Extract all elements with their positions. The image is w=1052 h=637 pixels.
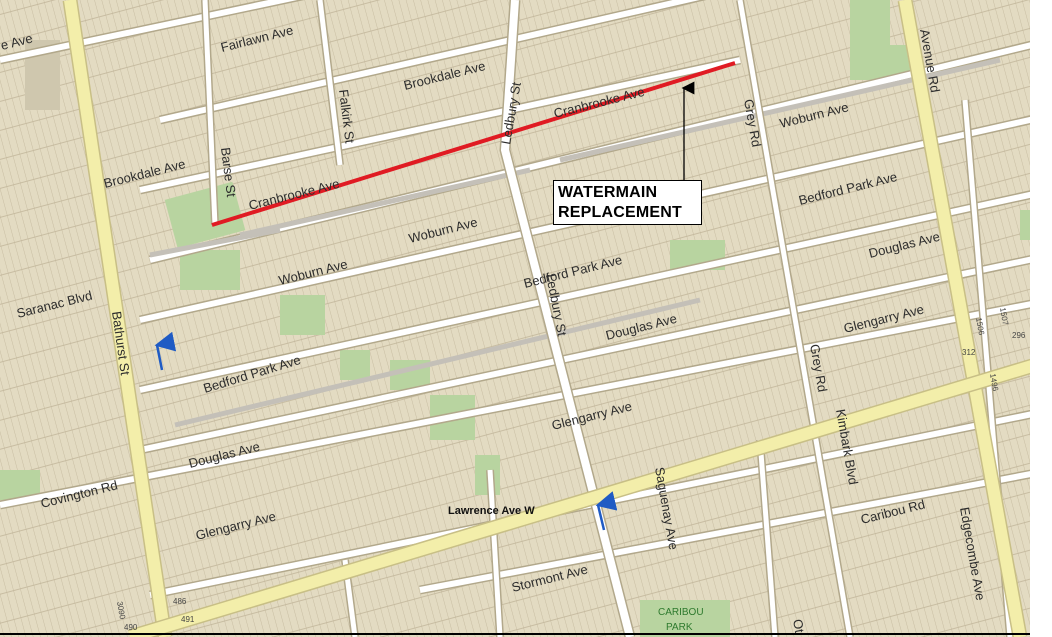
- address-486: 486: [173, 597, 187, 606]
- oneway-arrow-bathurst: [154, 331, 177, 371]
- watermain-replacement-callout: WATERMAIN REPLACEMENT: [553, 180, 702, 225]
- ledbury-st: [500, 0, 634, 637]
- laneways: [149, 57, 1001, 428]
- address-1496: 1496: [988, 373, 1000, 393]
- address-3090: 3090: [115, 601, 127, 621]
- callout-line1: WATERMAIN: [558, 184, 658, 201]
- frame-right: [1030, 0, 1052, 637]
- callout-line2: REPLACEMENT: [558, 204, 682, 221]
- address-1507: 1507: [998, 307, 1010, 327]
- address-490: 490: [124, 623, 138, 632]
- watermain-replacement-line: [211, 61, 736, 227]
- address-312: 312: [962, 348, 976, 357]
- label-lawrence-ave-w: Lawrence Ave W: [448, 505, 535, 517]
- oneway-arrow-ledbury: [595, 491, 618, 531]
- address-1506: 1506: [974, 317, 986, 337]
- park-label-line1: CARIBOU: [658, 607, 704, 618]
- address-491: 491: [181, 615, 195, 624]
- park-label-line2: PARK: [666, 622, 693, 633]
- label-barse-st: Barse St: [218, 147, 239, 199]
- address-296: 296: [1012, 331, 1026, 340]
- label-falkirk-st: Falkirk St: [336, 89, 358, 145]
- label-ot-partial: Ot: [790, 618, 807, 635]
